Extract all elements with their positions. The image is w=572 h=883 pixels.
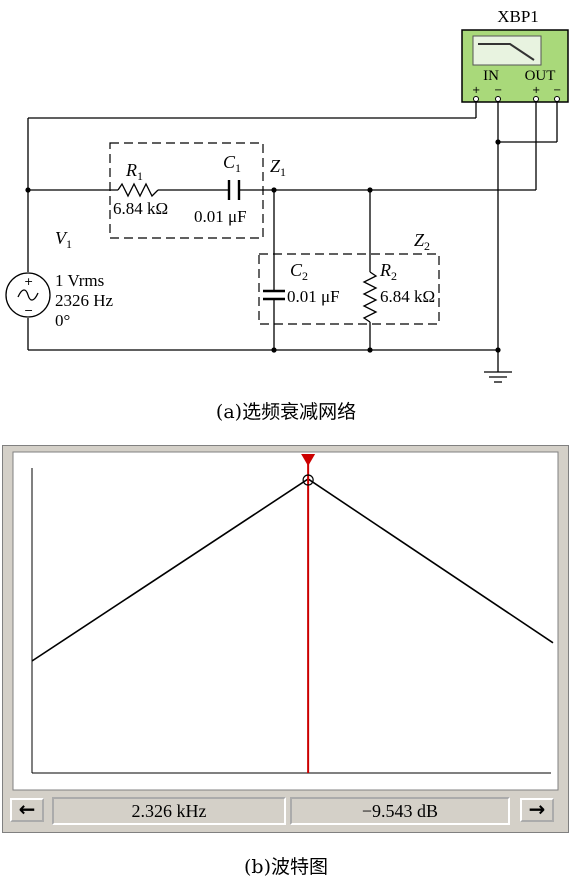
c2-name: C2 xyxy=(290,260,308,283)
cursor-handle-icon[interactable] xyxy=(301,454,316,466)
out-minus-terminal[interactable] xyxy=(554,96,560,102)
r1-value: 6.84 kΩ xyxy=(113,199,168,218)
v1-phase: 0° xyxy=(55,311,70,330)
z2-dashed-box xyxy=(258,253,440,325)
c2-value: 0.01 μF xyxy=(287,287,340,306)
gain-readout: −9.543 dB xyxy=(290,797,510,825)
c1-value: 0.01 μF xyxy=(194,207,247,226)
junction-dot xyxy=(495,347,501,353)
instrument-label: XBP1 xyxy=(497,7,539,26)
in-minus-sign: − xyxy=(494,85,502,96)
circuit-diagram: + − XBP1 IN OUT + − + − R1 6.84 kΩ C1 0.… xyxy=(5,7,569,383)
c2-capacitor-symbol xyxy=(263,289,285,301)
source-plus-sign: + xyxy=(24,275,33,288)
in-minus-terminal[interactable] xyxy=(495,96,501,102)
out-port-label: OUT xyxy=(525,68,556,84)
r2-resistor-symbol xyxy=(362,271,378,323)
junction-dot xyxy=(271,187,277,193)
bode-plot-svg xyxy=(12,451,559,791)
junction-dot xyxy=(367,187,373,193)
v1-amplitude: 1 Vrms xyxy=(55,271,104,290)
ground-icon xyxy=(484,371,512,383)
ac-source-symbol: + − xyxy=(5,272,51,318)
plot-frame xyxy=(12,451,559,791)
v1-name: V1 xyxy=(55,228,72,251)
bode-status-bar: ← 2.326 kHz −9.543 dB → xyxy=(8,793,561,829)
z2-name: Z2 xyxy=(414,230,430,253)
bode-plot-window: ← 2.326 kHz −9.543 dB → xyxy=(2,445,569,833)
bode-plotter-instrument[interactable]: XBP1 IN OUT + − + − xyxy=(461,7,569,103)
junction-dot xyxy=(367,347,373,353)
bode-plotter-screen-icon xyxy=(478,43,535,61)
r1-name: R1 xyxy=(125,160,143,183)
z1-dashed-box xyxy=(109,142,264,239)
in-plus-terminal[interactable] xyxy=(473,96,479,102)
junction-dot xyxy=(495,139,501,145)
caption-a: (a)选频衰减网络 xyxy=(215,401,357,423)
out-plus-terminal[interactable] xyxy=(533,96,539,102)
cursor-intersection-marker xyxy=(302,474,314,486)
cursor-left-button[interactable]: ← xyxy=(10,798,44,822)
out-plus-sign: + xyxy=(532,85,540,96)
c1-name: C1 xyxy=(223,152,241,175)
junction-dot xyxy=(271,347,277,353)
source-minus-sign: − xyxy=(24,304,33,317)
z1-name: Z1 xyxy=(270,156,286,179)
r1-resistor-symbol xyxy=(117,182,159,198)
caption-b: (b)波特图 xyxy=(244,856,328,878)
c1-capacitor-symbol xyxy=(227,180,241,200)
junction-dot xyxy=(25,187,31,193)
frequency-readout: 2.326 kHz xyxy=(52,797,286,825)
r2-value: 6.84 kΩ xyxy=(380,287,435,306)
in-plus-sign: + xyxy=(472,85,480,96)
v1-frequency: 2326 Hz xyxy=(55,291,114,310)
in-port-label: IN xyxy=(483,68,499,84)
r2-name: R2 xyxy=(379,260,397,283)
out-minus-sign: − xyxy=(553,85,561,96)
cursor-right-button[interactable]: → xyxy=(520,798,554,822)
